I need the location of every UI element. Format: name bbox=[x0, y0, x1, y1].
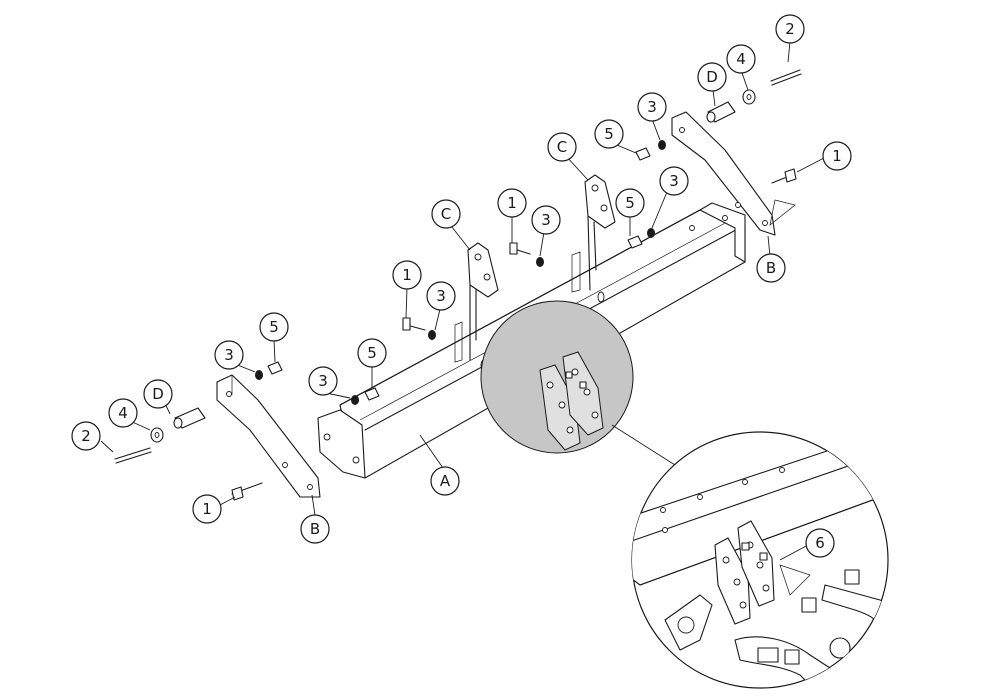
callout-label: C bbox=[441, 205, 451, 223]
callout-label: 3 bbox=[224, 346, 234, 364]
callout-5-left-upper: 5 bbox=[259, 312, 289, 342]
callout-3-right-lower: 3 bbox=[659, 166, 689, 196]
callout-label: D bbox=[152, 385, 164, 403]
callout-5-left-lower: 5 bbox=[357, 338, 387, 368]
callout-label: 4 bbox=[118, 404, 128, 422]
callout-label: 5 bbox=[625, 194, 635, 212]
right-side-bracket bbox=[671, 111, 796, 236]
callout-label: B bbox=[310, 520, 320, 538]
zoom-leader-line bbox=[611, 424, 676, 466]
callout-label: 1 bbox=[832, 147, 842, 165]
callout-label: 2 bbox=[81, 427, 91, 445]
callout-1-left-lower: 1 bbox=[192, 494, 222, 524]
callout-3-center-left: 3 bbox=[426, 281, 456, 311]
callout-label: A bbox=[440, 472, 451, 490]
callout-1-center-left: 1 bbox=[392, 260, 422, 290]
callout-b-left: B bbox=[300, 514, 330, 544]
detail-zone bbox=[480, 300, 634, 454]
callout-label: 1 bbox=[507, 194, 517, 212]
callout-6: 6 bbox=[805, 528, 835, 558]
callout-c-right: C bbox=[547, 132, 577, 162]
callout-5-right-upper: 5 bbox=[594, 119, 624, 149]
left-side-bracket bbox=[216, 374, 321, 498]
callout-3-left-upper: 3 bbox=[214, 340, 244, 370]
callout-label: 3 bbox=[669, 172, 679, 190]
callout-label: 3 bbox=[647, 98, 657, 116]
callout-c-left: C bbox=[431, 199, 461, 229]
callout-label: D bbox=[706, 68, 718, 86]
callout-b-right: B bbox=[756, 253, 786, 283]
callout-label: 3 bbox=[318, 372, 328, 390]
callout-label: 5 bbox=[367, 344, 377, 362]
fasteners bbox=[114, 69, 802, 501]
callout-1-center-right: 1 bbox=[497, 188, 527, 218]
callout-3-left-lower: 3 bbox=[308, 366, 338, 396]
callout-label: 5 bbox=[269, 318, 279, 336]
callout-label: 1 bbox=[202, 500, 212, 518]
callout-label: 6 bbox=[815, 534, 825, 552]
callout-label: 5 bbox=[604, 125, 614, 143]
center-bracket-right bbox=[571, 174, 616, 303]
callout-label: 3 bbox=[541, 211, 551, 229]
callout-label: C bbox=[557, 138, 567, 156]
callout-4-left: 4 bbox=[108, 398, 138, 428]
callout-label: B bbox=[766, 259, 776, 277]
callout-4-right: 4 bbox=[726, 44, 756, 74]
callout-label: 4 bbox=[736, 50, 746, 68]
callout-2-left: 2 bbox=[71, 421, 101, 451]
callout-5-center-right: 5 bbox=[615, 188, 645, 218]
callout-3-right-upper: 3 bbox=[637, 92, 667, 122]
callout-d-left: D bbox=[143, 379, 173, 409]
callout-3-center-right: 3 bbox=[531, 205, 561, 235]
callout-2-right: 2 bbox=[775, 14, 805, 44]
callout-a: A bbox=[430, 466, 460, 496]
callout-label: 2 bbox=[785, 20, 795, 38]
callout-1-right: 1 bbox=[822, 141, 852, 171]
zoom-detail bbox=[631, 431, 889, 689]
callout-label: 1 bbox=[402, 266, 412, 284]
callout-label: 3 bbox=[436, 287, 446, 305]
callout-d-right: D bbox=[697, 62, 727, 92]
